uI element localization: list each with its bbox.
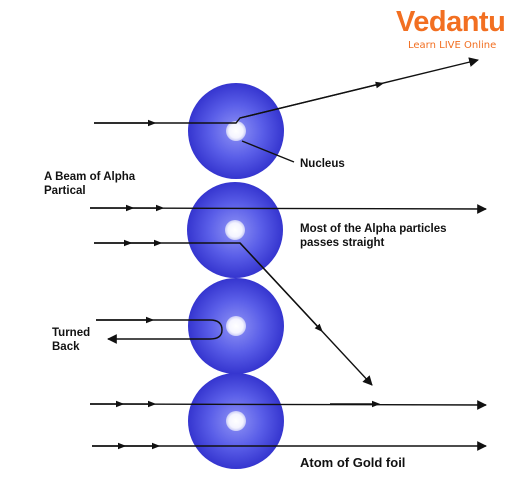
nucleus-4 xyxy=(226,411,246,431)
path-turned-back xyxy=(96,319,223,344)
nucleus-1 xyxy=(226,121,246,141)
vedantu-logo: Vedantu Learn LIVE Online xyxy=(396,6,506,56)
nucleus-3 xyxy=(226,316,246,336)
path-deflected-up xyxy=(94,57,479,124)
atom-4 xyxy=(188,373,284,469)
atom-3 xyxy=(188,278,284,374)
nucleus-pointer xyxy=(241,140,295,163)
label-nucleus: Nucleus xyxy=(300,158,345,170)
label-beam: A Beam of Alpha Partical xyxy=(44,171,136,197)
label-straight: Most of the Alpha particles passes strai… xyxy=(300,223,447,249)
logo-name: Vedantu xyxy=(396,6,506,38)
nucleus-2 xyxy=(225,220,245,240)
label-turned-back: Turned Back xyxy=(52,327,91,353)
logo-tagline: Learn LIVE Online xyxy=(408,40,497,51)
atom-1 xyxy=(188,83,284,179)
atom-2 xyxy=(187,182,283,278)
label-atom-gold-foil: Atom of Gold foil xyxy=(300,455,406,470)
